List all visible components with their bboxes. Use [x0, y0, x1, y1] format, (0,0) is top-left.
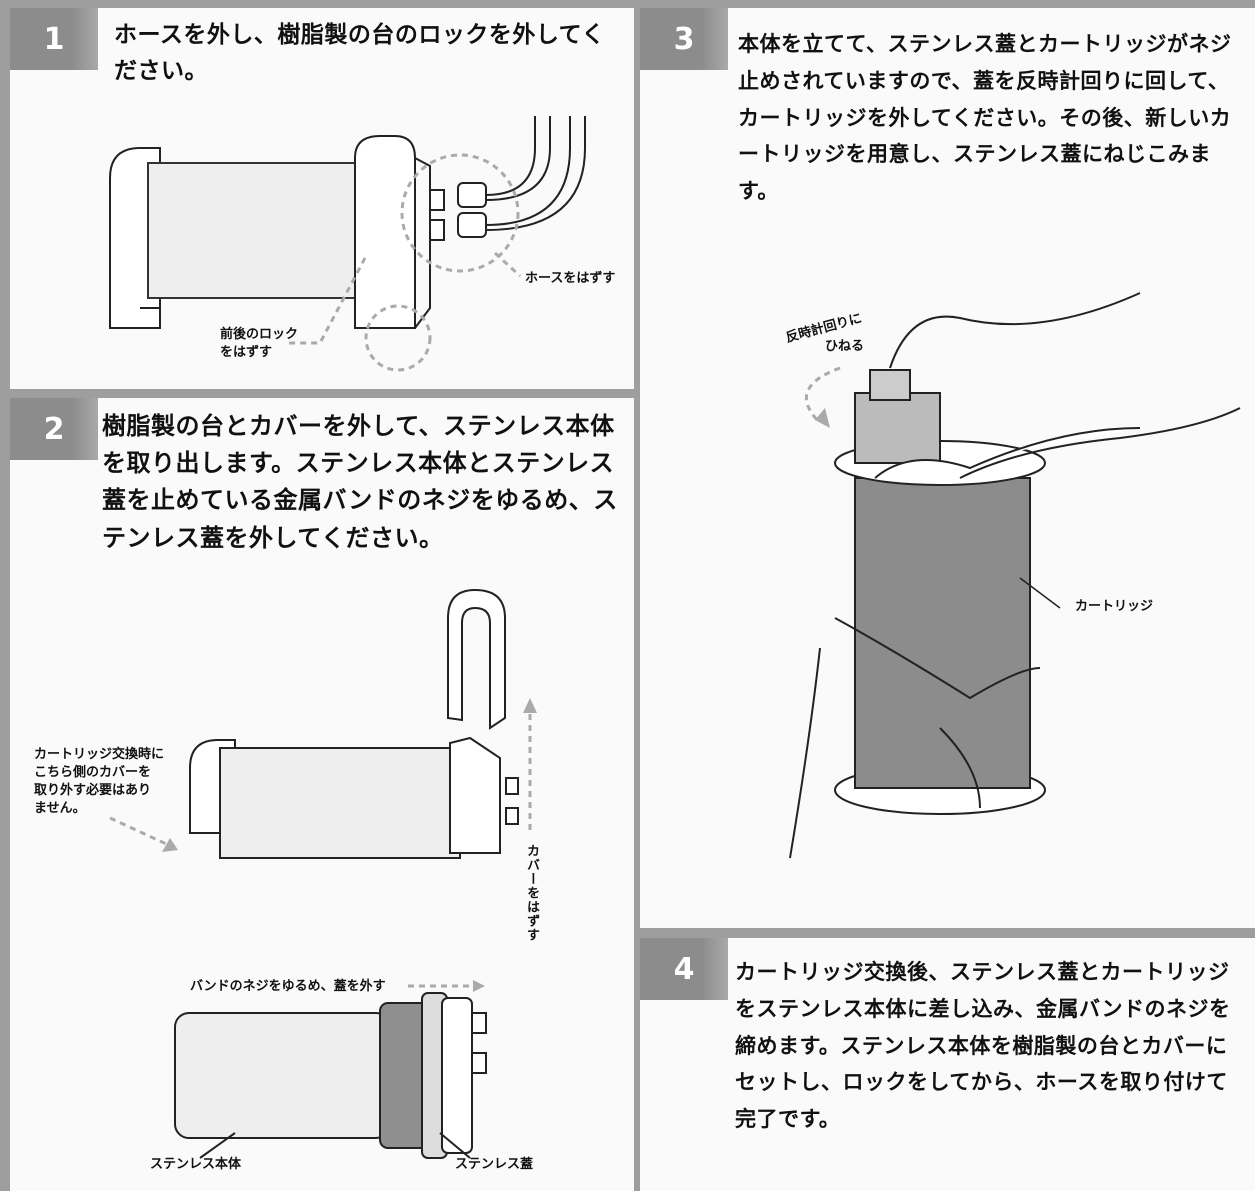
band-loosen-label: バンドのネジをゆるめ、蓋を外す	[190, 979, 386, 994]
cover-note-line1: カートリッジ交換時に	[34, 747, 165, 762]
step-3-text: 本体を立てて、ステンレス蓋とカートリッジがネジ止めされていますので、蓋を反時計回…	[738, 32, 1232, 203]
step-number: 2	[10, 398, 98, 460]
step-4-panel: 4 カートリッジ交換後、ステンレス蓋とカートリッジをステンレス本体に差し込み、金…	[640, 938, 1255, 1191]
cartridge-label: カートリッジ	[1075, 599, 1154, 614]
hose-remove-label: ホースをはずす	[525, 271, 616, 286]
lock-remove-label-line2: をはずす	[220, 345, 273, 360]
step-2-text: 樹脂製の台とカバーを外して、ステンレス本体を取り出します。ステンレス本体とステン…	[102, 412, 618, 552]
cover-note-line2: こちら側のカバーを	[34, 765, 152, 780]
step-number: 4	[640, 938, 728, 1000]
step-2-illustration	[109, 588, 537, 1159]
stainless-lid-label: ステンレス蓋	[455, 1157, 534, 1172]
cover-remove-label: カバーをはずす	[524, 844, 539, 942]
ccw-label-line2: ひねる	[825, 339, 865, 354]
cover-note-line3: 取り外す必要はあり	[34, 783, 152, 798]
stainless-body-label: ステンレス本体	[150, 1157, 242, 1172]
step-number: 3	[640, 8, 728, 70]
step-1-panel: 1 ホースを外し、樹脂製の台のロックを外してください。	[10, 8, 634, 389]
step-3-panel: 3 本体を立てて、ステンレス蓋とカートリッジがネジ止めされていますので、蓋を反時…	[640, 8, 1255, 928]
cover-note-line4: ません。	[34, 801, 86, 816]
step-1-illustration	[109, 116, 586, 372]
step-1-text: ホースを外し、樹脂製の台のロックを外してください。	[114, 22, 605, 84]
step-3-illustration	[789, 292, 1241, 859]
step-4-text: カートリッジ交換後、ステンレス蓋とカートリッジをステンレス本体に差し込み、金属バ…	[735, 960, 1231, 1131]
step-number: 1	[10, 8, 98, 70]
step-2-panel: 2 樹脂製の台とカバーを外して、ステンレス本体を取り出します。ステンレス本体とス…	[10, 398, 634, 1191]
lock-remove-label-line1: 前後のロック	[220, 327, 299, 342]
